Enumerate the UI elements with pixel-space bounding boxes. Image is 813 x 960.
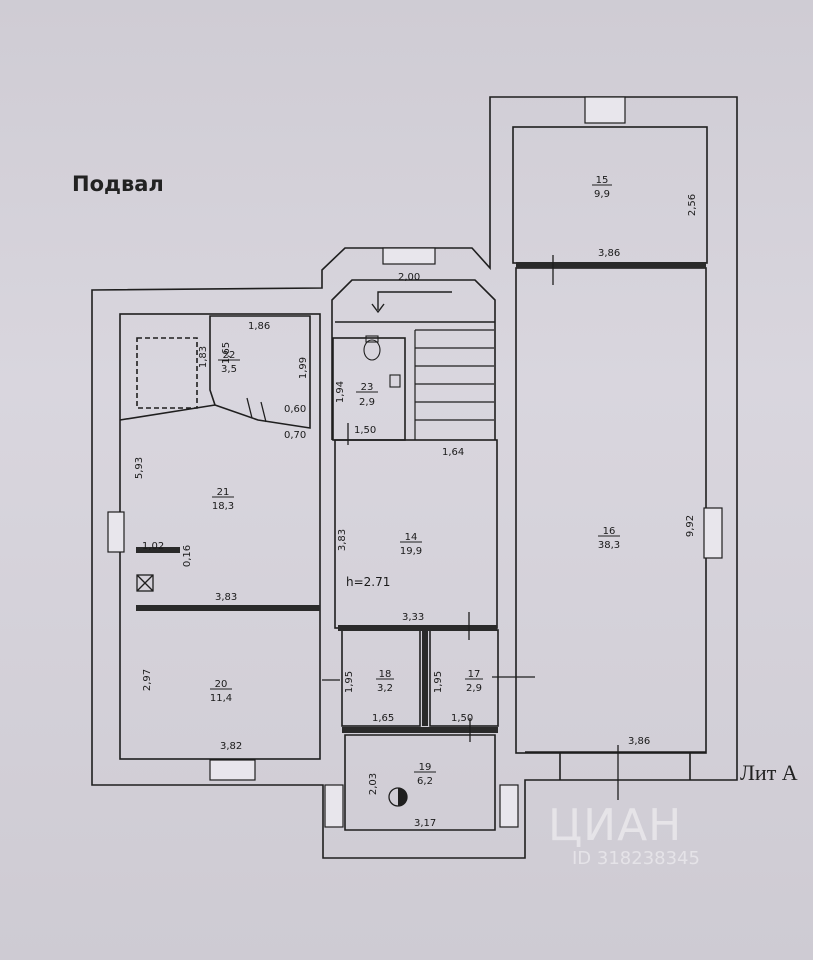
dimension: 1,99	[298, 357, 309, 379]
dimension: 0,70	[284, 430, 306, 441]
room-area: 3,5	[221, 364, 237, 375]
dimension: 3,83	[215, 592, 237, 603]
dimension: 3,83	[337, 529, 348, 551]
room-number: 17	[468, 669, 481, 680]
room-labels: 15 9,9 16 38,3 14 19,9 21 18,3 20 11,4 2…	[210, 175, 620, 787]
room-area: 11,4	[210, 693, 232, 704]
dimension: 1,95	[433, 671, 444, 693]
room-area: 6,2	[417, 776, 433, 787]
dimension: 1,50	[451, 713, 473, 724]
dimension: 2,03	[368, 773, 379, 795]
dimension: 2,97	[142, 669, 153, 691]
room-number: 16	[603, 526, 616, 537]
room-number: 22	[223, 350, 236, 361]
room-area: 2,9	[359, 397, 375, 408]
stair-arrow-icon	[371, 291, 452, 314]
room-number: 20	[215, 679, 228, 690]
ceiling-height: h=2.71	[346, 575, 390, 589]
dimension: 9,92	[685, 515, 696, 537]
room-area: 2,9	[466, 683, 482, 694]
room-number: 23	[361, 382, 374, 393]
dimension: 1,83	[198, 346, 209, 368]
boiler-icon	[388, 787, 408, 807]
dimension-labels: 3,86 2,56 9,92 3,86 2,00 1,86 1,65 1,99 …	[134, 194, 698, 829]
dimension: 3,86	[598, 248, 620, 259]
room-number: 21	[217, 487, 230, 498]
dimension: 2,56	[687, 194, 698, 216]
dimension: 0,16	[182, 545, 193, 567]
dimension: 1,64	[442, 447, 464, 458]
dimension: 1,02	[142, 541, 164, 552]
dimension: 1,86	[248, 321, 270, 332]
dimension: 1,95	[344, 671, 355, 693]
dimension: 1,65	[221, 342, 232, 364]
room-area: 3,2	[377, 683, 393, 694]
sink-icon	[389, 374, 401, 388]
room-area: 19,9	[400, 546, 422, 557]
floor-title: Подвал	[72, 172, 164, 196]
room-number: 15	[596, 175, 609, 186]
windows	[107, 96, 723, 828]
vent-icon	[136, 574, 154, 592]
dimension: 2,00	[398, 272, 420, 283]
toilet-icon	[363, 335, 381, 361]
room-number: 18	[379, 669, 392, 680]
room-number: 19	[419, 762, 432, 773]
dimension: 3,86	[628, 736, 650, 747]
building-caption: Лит А	[740, 760, 798, 785]
dimension: 3,17	[414, 818, 436, 829]
dimension: 1,50	[354, 425, 376, 436]
watermark-logo: ЦИАН	[548, 800, 683, 851]
watermark-id: ID 318238345	[572, 848, 700, 869]
dimension: 1,94	[335, 381, 346, 403]
door-marks	[246, 255, 619, 800]
room-area: 38,3	[598, 540, 620, 551]
room-area: 9,9	[594, 189, 610, 200]
room-number: 14	[405, 532, 418, 543]
dimension: 0,60	[284, 404, 306, 415]
room-area: 18,3	[212, 501, 234, 512]
dimension: 3,82	[220, 741, 242, 752]
dimension: 1,65	[372, 713, 394, 724]
dimension: 3,33	[402, 612, 424, 623]
dimension: 5,93	[134, 457, 145, 479]
thick-walls	[136, 262, 706, 733]
